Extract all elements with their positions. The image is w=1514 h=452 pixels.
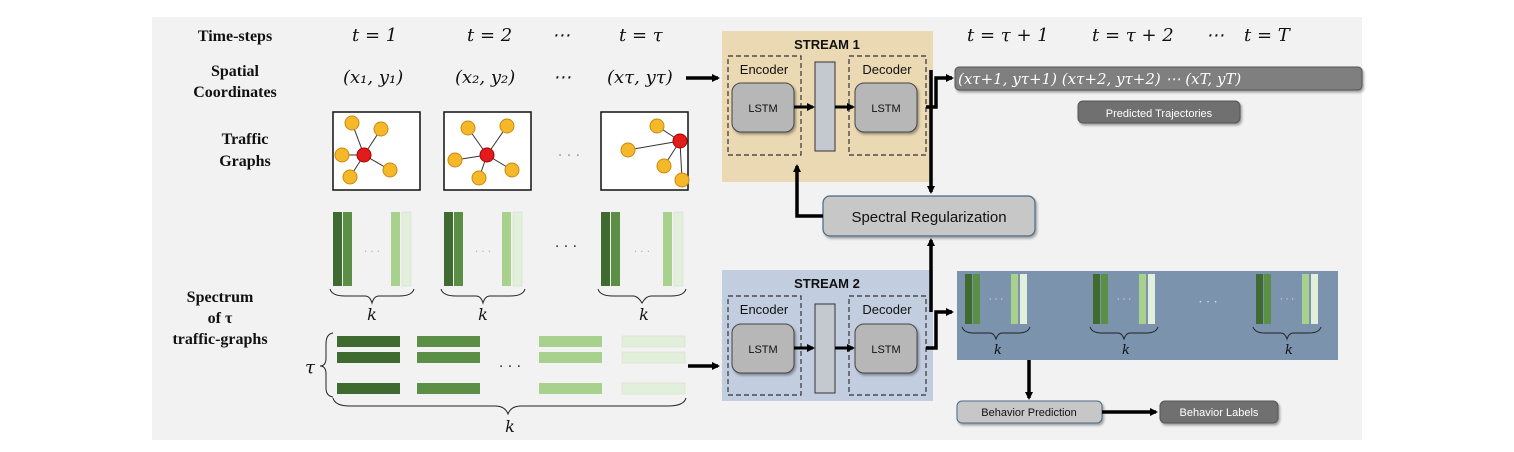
future-step-T: t = T (1244, 25, 1290, 46)
stream2-latent-vector (814, 303, 836, 394)
svg-text:k: k (505, 417, 515, 436)
spectrum-bars-1: · · · k (329, 211, 415, 324)
time-step-1: t = 1 (352, 25, 398, 46)
spectrum-bars-ellipsis: · · · (555, 239, 577, 255)
row-label-spatial: Spatial (210, 63, 259, 80)
svg-text:k: k (478, 305, 488, 324)
svg-text:· · ·: · · · (634, 247, 650, 258)
spectral-regularization-label: Spectral Regularization (851, 209, 1006, 226)
traffic-graph-2 (443, 111, 532, 191)
stream1-encoder-label: Encoder (740, 62, 789, 77)
row-label-graphs: Graphs (219, 153, 271, 170)
output-spectrum-bars-3: · · · k (1252, 274, 1322, 358)
coordinate-2: (x₂, y₂) (455, 67, 516, 88)
svg-text:· · ·: · · · (364, 247, 380, 258)
predicted-trajectories-box (1077, 100, 1241, 124)
svg-text:· · ·: · · · (1117, 295, 1131, 305)
svg-text:· · ·: · · · (989, 295, 1003, 305)
time-step-ellipsis: ⋯ (552, 25, 570, 46)
row-label-spectrum: Spectrum (186, 289, 254, 306)
svg-text:k: k (367, 305, 377, 324)
stream1-decoder-label: Decoder (862, 62, 912, 77)
row-label-coordinates: Coordinates (193, 84, 277, 101)
stream2-encoder-box (727, 295, 802, 396)
output-spectrum-ellipsis: · · · (1198, 295, 1217, 309)
behavior-labels-label: Behavior Labels (1180, 407, 1259, 419)
stream1-decoder-lstm (854, 82, 918, 133)
svg-text:· · ·: · · · (475, 247, 491, 258)
coordinate-tau: (xτ, yτ) (607, 67, 673, 88)
svg-text:· · ·: · · · (1280, 295, 1294, 305)
output-spectrum-bars-2: · · · k (1089, 274, 1159, 358)
stream2-encoder-lstm-label: LSTM (748, 344, 777, 356)
stream2-encoder-label: Encoder (740, 302, 789, 317)
svg-text:· · ·: · · · (499, 359, 521, 375)
stream1-title: STREAM 1 (794, 37, 860, 52)
row-label-time-steps: Time-steps (197, 28, 273, 45)
stream1-latent-vector (814, 61, 836, 152)
behavior-prediction-label: Behavior Prediction (981, 407, 1076, 419)
time-step-tau: t = τ (619, 25, 663, 46)
arrow-stream1-to-predicted (926, 74, 954, 109)
row-label-of-tau: of τ (207, 310, 233, 327)
svg-text:k: k (1122, 343, 1130, 358)
stream2-decoder-lstm-label: LSTM (871, 344, 900, 356)
row-label-traffic-graphs: traffic-graphs (172, 331, 268, 348)
behavior-labels-box (1159, 400, 1279, 424)
arrow-spectral-to-stream1 (793, 164, 823, 218)
traffic-graph-ellipsis: · · · (558, 148, 580, 164)
svg-text:k: k (1285, 343, 1293, 358)
output-spectrum-bars-1: · · · k (961, 274, 1031, 358)
future-step-ellipsis: ⋯ (1206, 25, 1224, 46)
stream2-title: STREAM 2 (794, 276, 860, 291)
row-label-traffic: Traffic (221, 131, 269, 148)
arrow-stream2-to-output (926, 308, 954, 350)
time-step-2: t = 2 (467, 25, 513, 46)
spectrum-matrix: · · · τ k (305, 332, 687, 436)
stream2-decoder-label: Decoder (862, 302, 912, 317)
predicted-trajectories-label: Predicted Trajectories (1106, 108, 1213, 120)
stream1-encoder-lstm-label: LSTM (748, 103, 777, 115)
future-step-1: t = τ + 1 (967, 25, 1049, 46)
future-step-2: t = τ + 2 (1092, 25, 1174, 46)
traffic-graph-1 (332, 111, 421, 191)
svg-text:k: k (639, 305, 649, 324)
stream2-decoder-lstm (854, 323, 918, 374)
predicted-coordinates-bar (954, 66, 1363, 91)
spectrum-bars-tau: · · · k (597, 211, 687, 324)
predicted-coordinates-text: (xτ+1, yτ+1) (xτ+2, yτ+2) ⋯ (xT, yT) (958, 70, 1241, 88)
tau-label: τ (305, 357, 316, 378)
coordinate-1: (x₁, y₁) (343, 67, 404, 88)
coordinate-ellipsis: ⋯ (553, 67, 571, 88)
traffic-graph-tau (600, 111, 690, 191)
spectrum-bars-2: · · · k (440, 211, 526, 324)
stream1-decoder-lstm-label: LSTM (871, 103, 900, 115)
svg-text:k: k (994, 343, 1002, 358)
